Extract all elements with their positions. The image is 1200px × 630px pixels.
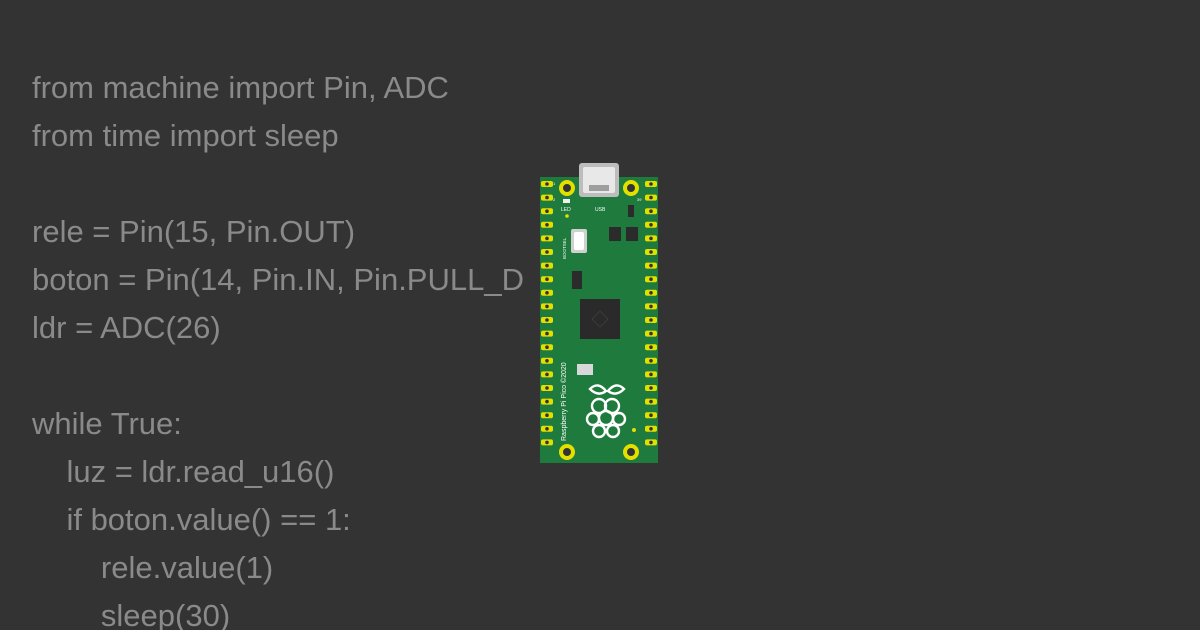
code-line: ldr = ADC(26) — [32, 310, 221, 345]
pin-pad[interactable] — [541, 181, 553, 187]
pin-2-label: 2 — [553, 197, 556, 202]
pin-pad[interactable] — [541, 303, 553, 310]
code-line: from time import sleep — [32, 118, 339, 153]
pico-board-svg: USB LED 1 2 39 BOOTSEL Raspberry Pi Pico… — [540, 163, 658, 463]
pin-pad[interactable] — [645, 371, 657, 378]
test-point — [632, 428, 636, 432]
code-line: boton = Pin(14, Pin.IN, Pin.PULL_D — [32, 262, 524, 297]
component — [572, 271, 582, 289]
pin-pad[interactable] — [541, 425, 553, 432]
mounting-hole — [623, 444, 639, 460]
pin-pad[interactable] — [541, 289, 553, 296]
raspberry-pi-pico-board[interactable]: USB LED 1 2 39 BOOTSEL Raspberry Pi Pico… — [539, 163, 659, 463]
pin-pad[interactable] — [645, 317, 657, 323]
usb-label: USB — [595, 207, 606, 213]
pin-pad[interactable] — [645, 425, 657, 432]
pin-pad[interactable] — [541, 357, 553, 364]
code-line: sleep(30) — [32, 598, 231, 630]
pin-pad[interactable] — [645, 262, 657, 269]
pin-pad[interactable] — [541, 439, 553, 446]
right-pin-column — [645, 181, 657, 446]
pin-pad[interactable] — [645, 221, 657, 228]
pin-pad[interactable] — [541, 412, 553, 419]
pin-pad[interactable] — [541, 371, 553, 378]
pin-pad[interactable] — [541, 330, 553, 337]
mounting-hole — [559, 180, 575, 196]
pin-pad[interactable] — [541, 235, 553, 242]
mounting-hole — [623, 180, 639, 196]
pin-pad[interactable] — [645, 412, 657, 419]
pin-pad[interactable] — [541, 276, 553, 283]
pin-pad[interactable] — [645, 194, 657, 201]
pin-pad[interactable] — [645, 385, 657, 391]
rp2040-chip — [580, 299, 620, 339]
pin-pad[interactable] — [541, 344, 553, 351]
pin-pad[interactable] — [645, 249, 657, 255]
pin-pad[interactable] — [645, 357, 657, 364]
code-line: from machine import Pin, ADC — [32, 70, 449, 105]
pin-pad[interactable] — [645, 439, 657, 446]
pin-pad[interactable] — [541, 249, 553, 255]
mounting-hole — [559, 444, 575, 460]
led-indicator — [563, 199, 570, 203]
pin-1-label: 1 — [553, 181, 556, 186]
pin-pad[interactable] — [541, 398, 553, 405]
pin-pad[interactable] — [645, 303, 657, 310]
pin-pad[interactable] — [645, 181, 657, 187]
bootsel-label: BOOTSEL — [562, 237, 567, 259]
pin-pad[interactable] — [645, 289, 657, 296]
pin-pad[interactable] — [541, 208, 553, 215]
led-label: LED — [561, 207, 571, 213]
pin-pad[interactable] — [645, 330, 657, 337]
pin-pad[interactable] — [645, 235, 657, 242]
usb-connector — [579, 163, 619, 197]
pin-pad[interactable] — [645, 208, 657, 215]
pin-39-label: 39 — [637, 197, 642, 202]
pin-pad[interactable] — [541, 262, 553, 269]
code-line: luz = ldr.read_u16() — [32, 454, 335, 489]
pin-pad[interactable] — [541, 221, 553, 228]
pin-pad[interactable] — [541, 194, 553, 201]
code-line: rele = Pin(15, Pin.OUT) — [32, 214, 356, 249]
pin-pad[interactable] — [541, 317, 553, 323]
pin-pad[interactable] — [541, 385, 553, 391]
raspberry-logo-icon — [585, 384, 627, 439]
left-pin-column — [541, 181, 553, 446]
code-line: if boton.value() == 1: — [32, 502, 351, 537]
pin-pad[interactable] — [645, 344, 657, 351]
component — [609, 227, 621, 241]
test-point — [565, 214, 569, 218]
chip-logo-icon — [591, 310, 609, 328]
code-line: rele.value(1) — [32, 550, 274, 585]
pin-pad[interactable] — [645, 398, 657, 405]
component — [626, 227, 638, 241]
flash-chip — [577, 364, 593, 375]
bootsel-button[interactable] — [571, 229, 587, 253]
component — [628, 205, 634, 217]
board-name-label: Raspberry Pi Pico ©2020 — [560, 362, 568, 441]
code-line: while True: — [32, 406, 182, 441]
pin-pad[interactable] — [645, 276, 657, 283]
